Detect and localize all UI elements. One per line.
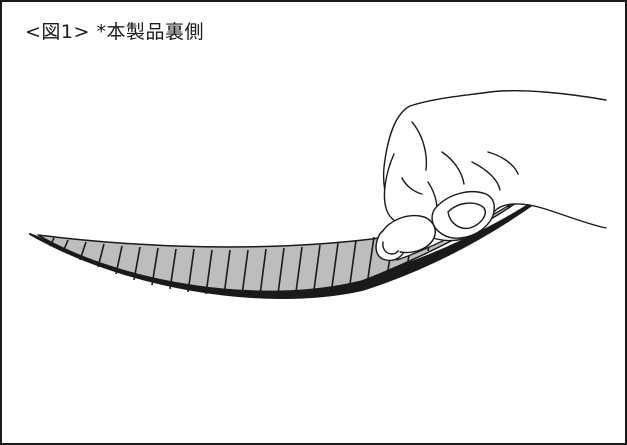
hand-illustration	[375, 90, 607, 262]
thumbnail	[447, 202, 486, 230]
figure-caption: <図1> *本製品裏側	[25, 21, 204, 43]
